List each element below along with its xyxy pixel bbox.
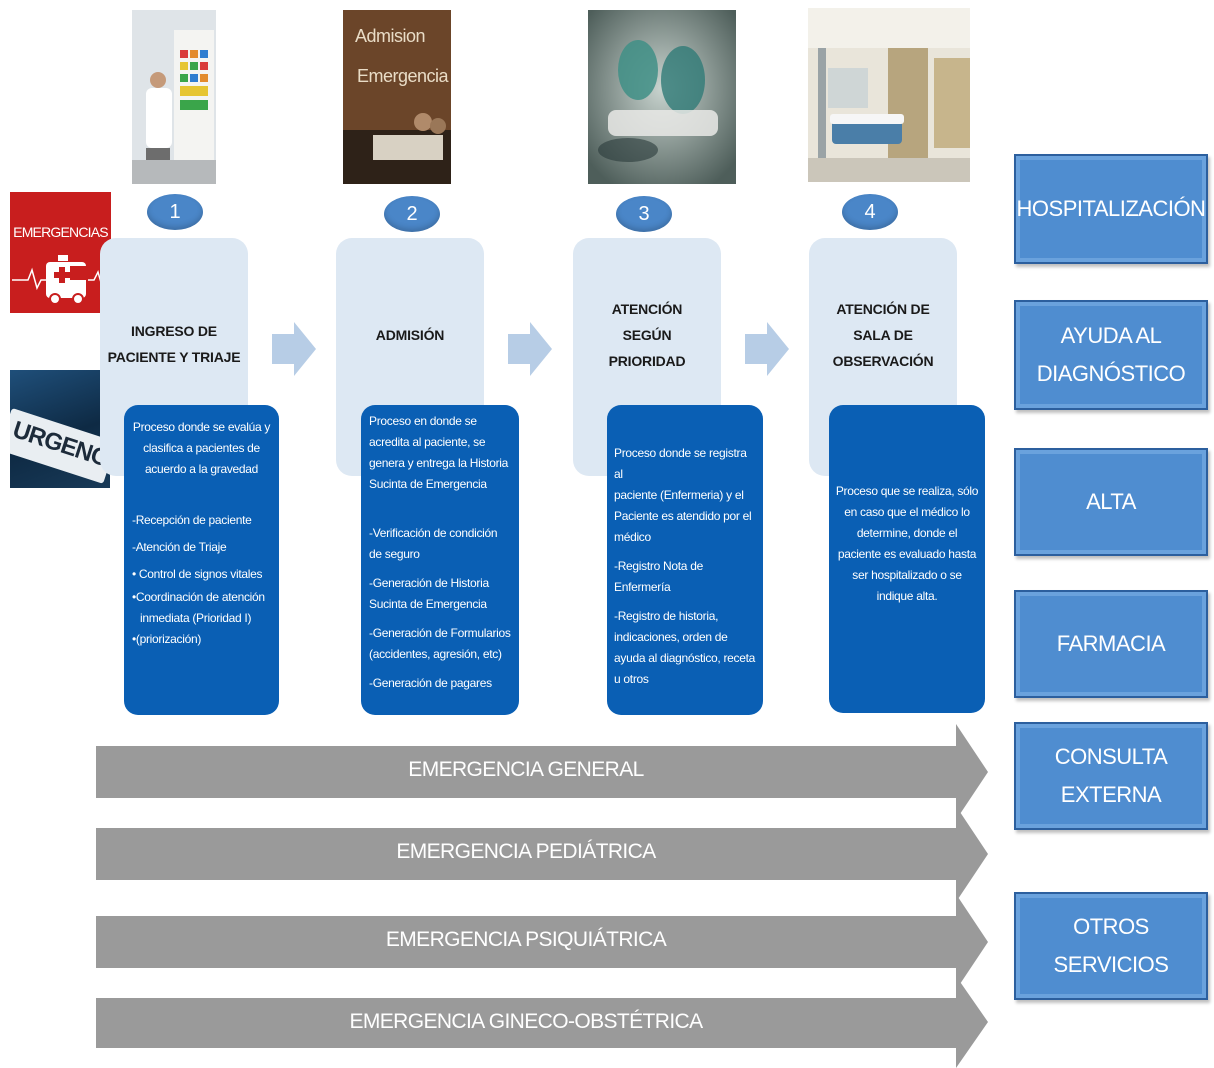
step-2-item: Sucinta de Emergencia [369,597,487,611]
step-2-item: -Generación de Historia [369,576,489,590]
admission-sign-line-2: Emergencia [357,66,449,86]
step-1-item: • Control de signos vitales [132,567,263,581]
step-1-description: Proceso donde se evalúa y clasifica a pa… [124,405,279,715]
step-3-title-line: ATENCIÓN [611,301,683,317]
step-4-intro-line: ser hospitalizado o se [852,568,962,582]
urgencia-sign-text: URGENCIA [10,416,110,479]
observation-room-photo [808,8,970,182]
step-4-intro-line: determine, donde el [856,526,958,540]
service-label: OTROS SERVICIOS [1053,914,1169,977]
step-4-title-line: SALA DE [853,327,913,343]
step-4-title-line: ATENCIÓN DE [836,301,930,317]
flow-arrow-psychiatric: EMERGENCIA PSIQUIÁTRICA [96,894,988,990]
service-farmacia: FARMACIA [1014,590,1208,698]
service-label: CONSULTA [1054,744,1168,769]
step-3-item: Enfermería [614,580,671,594]
ambulance-icon [12,255,110,305]
step-3-item: u otros [614,672,649,686]
emergencias-logo-text: EMERGENCIAS [13,224,108,240]
step-4-intro-line: indique alta. [876,589,938,603]
step-2-item: (accidentes, agresión, etc) [369,647,502,661]
step-1-title-line: PACIENTE Y TRIAJE [107,349,241,365]
step-3-item: ayuda al diagnóstico, receta [614,651,756,665]
step-4-intro-line: en caso que el médico lo [844,505,970,519]
step-arrow-2-icon [508,322,552,376]
step-3-intro-line: paciente (Enfermeria) y el [614,488,744,502]
step-2-intro-line: genera y entrega la Historia [369,456,509,470]
step-3-item: indicaciones, orden de [614,630,728,644]
step-3-intro-line: médico [614,530,651,544]
step-1-intro-line: Proceso donde se evalúa y [132,420,271,434]
emergencias-logo: EMERGENCIAS [10,192,111,313]
flow-label-obstetric: EMERGENCIA GINECO-OBSTÉTRICA [349,1010,703,1033]
service-label: DIAGNÓSTICO [1036,361,1186,386]
admission-sign-line-1: Admision [355,26,426,46]
step-4-title-line: OBSERVACIÓN [832,353,934,369]
step-2-item: -Verificación de condición [369,526,498,540]
service-ayuda-diagnostico: AYUDA AL DIAGNÓSTICO [1014,300,1208,410]
flow-label-psychiatric: EMERGENCIA PSIQUIÁTRICA [385,928,667,951]
service-label: ALTA [1086,489,1136,514]
urgencia-sign-photo: URGENCIA [10,370,110,488]
step-3-title-line: PRIORIDAD [608,353,686,369]
step-1-item: -Recepción de paciente [132,513,252,527]
triage-photo [132,10,216,184]
service-alta: ALTA [1014,448,1208,556]
step-3-description: Proceso donde se registra al paciente (E… [607,405,763,715]
flow-arrow-pediatric: EMERGENCIA PEDIÁTRICA [96,806,988,902]
step-4-intro-line: Proceso que se realiza, sólo [835,484,979,498]
step-3-intro-line: Proceso donde se registra al [614,446,747,481]
flow-arrow-obstetric: EMERGENCIA GINECO-OBSTÉTRICA [96,976,988,1068]
admission-photo: Admision Emergencia [343,10,451,184]
step-2-description: Proceso en donde se acredita al paciente… [361,405,519,715]
step-1-item: -Atención de Triaje [132,540,227,554]
step-4-intro-line: paciente es evaluado hasta [837,547,977,561]
step-3-intro-line: Paciente es atendido por el [614,509,752,523]
service-label: EXTERNA [1060,782,1162,807]
step-1-item: •(priorización) [132,632,202,646]
service-consulta-externa: CONSULTA EXTERNA [1014,722,1208,830]
flow-arrow-general: EMERGENCIA GENERAL [96,724,988,820]
step-2-intro-line: acredita al paciente, se [369,435,486,449]
step-arrow-3-icon [745,322,789,376]
step-3-item: -Registro Nota de [614,559,703,573]
step-arrow-1-icon [272,322,316,376]
step-4-description: Proceso que se realiza, sólo en caso que… [829,405,985,713]
step-1-intro-line: acuerdo a la gravedad [144,462,259,476]
step-number-3: 3 [616,196,672,232]
step-2-item: de seguro [369,547,420,561]
step-2-intro-line: Sucinta de Emergencia [369,477,487,491]
step-3-title-line: SEGÚN [622,327,672,343]
flow-label-general: EMERGENCIA GENERAL [408,758,644,781]
step-number-4: 4 [842,194,898,230]
service-label: HOSPITALIZACIÓN [1016,196,1206,221]
step-number-1: 1 [147,194,203,230]
step-1-item: inmediata (Prioridad I) [140,611,252,625]
step-3-item: -Registro de historia, [614,609,719,623]
step-1-item: •Coordinación de atención [132,590,265,604]
service-label: FARMACIA [1056,631,1166,656]
emergency-care-photo [588,10,736,184]
step-number-2: 2 [384,196,440,232]
service-hospitalizacion: HOSPITALIZACIÓN [1014,154,1208,264]
step-1-intro-line: clasifica a pacientes de [143,441,260,455]
step-2-intro-line: Proceso en donde se [369,414,477,428]
step-1-title-line: INGRESO DE [131,323,217,339]
service-otros: OTROS SERVICIOS [1014,892,1208,1000]
step-2-item: -Generación de pagares [369,676,492,690]
step-2-item: -Generación de Formularios [369,626,511,640]
step-2-title-line: ADMISIÓN [375,327,445,343]
urgencia-sign-plate: URGENCIA [10,408,110,484]
flow-label-pediatric: EMERGENCIA PEDIÁTRICA [396,840,656,863]
service-label: AYUDA AL [1060,323,1162,348]
